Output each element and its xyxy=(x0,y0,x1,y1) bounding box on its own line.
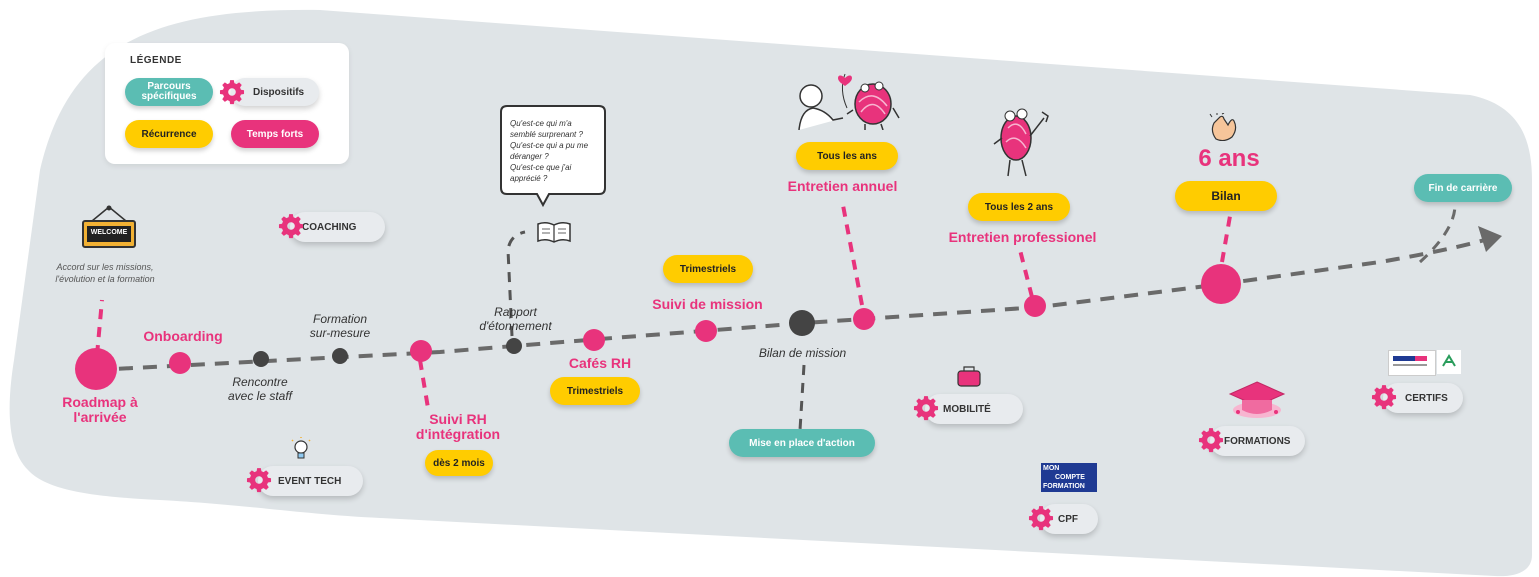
book-icon xyxy=(537,221,571,243)
entretien-annuel-badge: Tous les ans xyxy=(796,142,898,170)
legend-dispositifs: Dispositifs xyxy=(219,78,319,106)
gear-icon xyxy=(246,468,272,493)
character-icon xyxy=(993,108,1049,177)
bubble-text: Qu'est-ce qui m'a semblé surprenant ? Qu… xyxy=(510,119,589,183)
bilan-node xyxy=(1201,264,1241,304)
certification-logo xyxy=(1437,350,1461,374)
event-tech-dispositif[interactable]: EVENT TECH xyxy=(246,466,363,496)
gear-icon xyxy=(1028,506,1054,531)
cafes-rh-badge: Trimestriels xyxy=(550,377,640,405)
cpf-logo: MON COMPTE FORMATION xyxy=(1041,463,1097,492)
legend-title: LÉGENDE xyxy=(130,55,182,66)
bilan-mission-node xyxy=(789,310,815,336)
rapport-label: Rapport d'étonnement xyxy=(479,305,552,333)
cpf-dispositif[interactable]: CPF xyxy=(1028,504,1098,534)
roadmap-note: Accord sur les missions, l'évolution et … xyxy=(55,262,155,284)
fin-carriere-badge: Fin de carrière xyxy=(1414,174,1512,202)
cafes-rh-title: Cafés RH xyxy=(568,355,632,371)
gear-icon xyxy=(1198,428,1224,453)
entretien-pro-node xyxy=(1024,295,1046,317)
mobilite-label: MOBILITÉ xyxy=(943,403,991,415)
event-tech-label: EVENT TECH xyxy=(278,475,342,487)
entretien-annuel-node xyxy=(853,308,875,330)
cpf-logo-line-1: MON xyxy=(1043,465,1060,472)
bilan-badge: Bilan xyxy=(1175,181,1277,211)
roadmap-title: Roadmap à l'arrivée xyxy=(62,394,138,425)
gear-icon xyxy=(913,396,939,421)
cpf-label: CPF xyxy=(1058,513,1078,525)
mise-en-place-badge: Mise en place d'action xyxy=(729,429,875,457)
roadmap-node xyxy=(75,348,117,390)
bilan-mission-label: Bilan de mission xyxy=(758,346,847,360)
clapping-hands-icon xyxy=(1209,113,1237,141)
suivi-mission-badge: Trimestriels xyxy=(663,255,753,283)
suivi-mission-node xyxy=(695,320,717,342)
speech-bubble xyxy=(500,105,606,208)
certifs-label: CERTIFS xyxy=(1405,392,1448,404)
welcome-sign-icon: WELCOME xyxy=(80,205,138,250)
coaching-dispositif[interactable]: COACHING xyxy=(278,212,385,242)
coaching-label: COACHING xyxy=(302,221,357,233)
suivi-rh-title: Suivi RH d'intégration xyxy=(415,411,501,442)
rapport-node xyxy=(506,338,522,354)
rencontre-node xyxy=(253,351,269,367)
welcome-sign-label: WELCOME xyxy=(90,229,128,236)
suivi-rh-badge: dès 2 mois xyxy=(425,450,493,476)
certifs-dispositif[interactable]: CERTIFS xyxy=(1371,383,1463,413)
gear-icon xyxy=(219,80,245,105)
heart-icon xyxy=(838,75,852,86)
formations-dispositif[interactable]: FORMATIONS xyxy=(1198,426,1305,456)
entretien-pro-badge: Tous les 2 ans xyxy=(968,193,1070,221)
cpf-logo-line-2: COMPTE xyxy=(1055,474,1085,481)
arrow-head-icon xyxy=(1478,226,1502,252)
legend-recurrence: Récurrence xyxy=(125,120,213,148)
character-icon xyxy=(798,73,900,130)
rencontre-label: Rencontre avec le staff xyxy=(227,375,293,403)
gear-icon xyxy=(1371,385,1397,410)
mobilite-dispositif[interactable]: MOBILITÉ xyxy=(913,394,1023,424)
formations-label: FORMATIONS xyxy=(1224,435,1291,447)
legend-dispositifs-label: Dispositifs xyxy=(253,86,305,98)
onboarding-node xyxy=(169,352,191,374)
entretien-annuel-title: Entretien annuel xyxy=(787,178,898,194)
lightbulb-icon xyxy=(291,437,311,459)
bag-icon xyxy=(957,366,981,387)
cpf-logo-line-3: FORMATION xyxy=(1043,483,1085,490)
gear-icon xyxy=(278,214,304,239)
onboarding-title: Onboarding xyxy=(143,328,223,344)
formation-label: Formation sur-mesure xyxy=(309,312,371,340)
six-ans-title: 6 ans xyxy=(1198,145,1260,172)
graduation-cap-icon xyxy=(1228,381,1286,418)
legend-parcours: Parcours spécifiques xyxy=(125,78,213,106)
formation-node xyxy=(332,348,348,364)
qualiopi-logo xyxy=(1388,350,1436,376)
legend-temps-forts: Temps forts xyxy=(231,120,319,148)
suivi-mission-title: Suivi de mission xyxy=(652,296,763,312)
suivi-rh-node xyxy=(410,340,432,362)
entretien-pro-title: Entretien professionel xyxy=(948,229,1097,245)
cafes-rh-node xyxy=(583,329,605,351)
legend: LÉGENDE Parcours spécifiques Dispositifs… xyxy=(105,43,349,164)
